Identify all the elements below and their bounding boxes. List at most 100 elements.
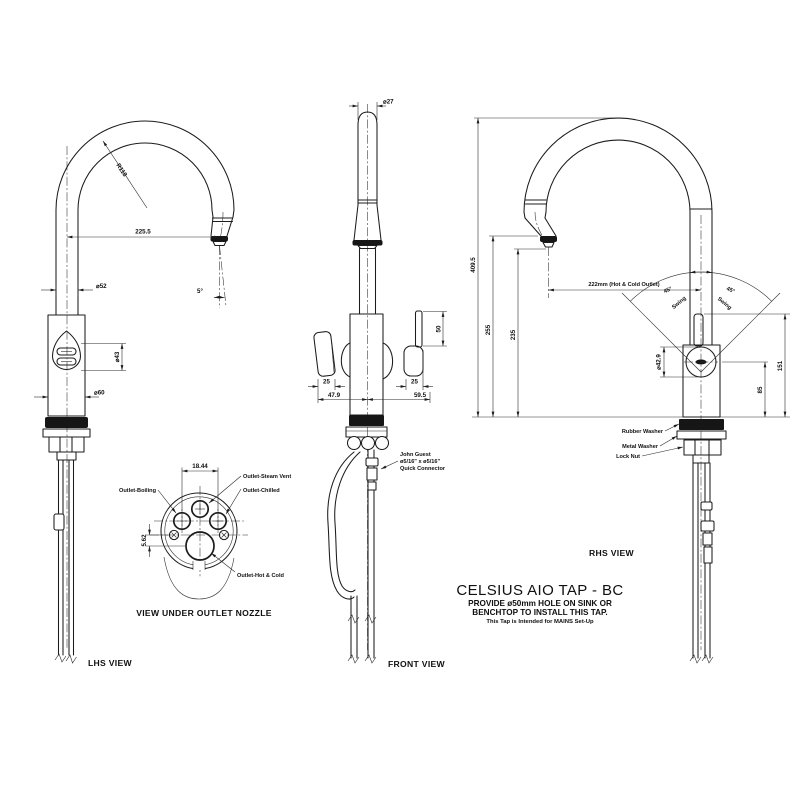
rhs-dim-dial-dia: ⌀42.9 (656, 354, 663, 370)
lhs-button-lower (56, 357, 77, 366)
rhs-spout-outline (523, 117, 713, 346)
front-left-union (340, 342, 351, 378)
lhs-break-symbol (54, 653, 67, 663)
outlet-steam-label: Outlet-Steam Vent (243, 474, 291, 480)
front-hose-loop-inner (334, 451, 361, 593)
rhs-view-label: RHS VIEW (589, 548, 634, 558)
front-break-symbol (347, 614, 360, 624)
front-spout-outline (352, 111, 383, 315)
nozzle-callouts: Outlet-Boiling Outlet-Steam Vent Outlet-… (119, 474, 291, 579)
rhs-hose-fitting (700, 501, 713, 511)
rhs-handle-edge (693, 313, 704, 347)
front-rubber-washer (349, 415, 384, 426)
front-lock-nut-lobe (346, 435, 362, 451)
lhs-view: R118 225.5 ⌀52 5° ⌀43 ⌀60 LHS VIEW (34, 120, 235, 668)
front-metal-washer (345, 426, 388, 438)
front-body (313, 310, 424, 451)
chilled-outlet (208, 511, 228, 531)
front-dimensions: ⌀27 50 25 25 47.9 59.5 (308, 99, 447, 403)
front-hoses (327, 449, 379, 664)
rhs-gooseneck-outer-arc (523, 117, 713, 213)
front-quick-connector-top (365, 457, 379, 467)
rhs-nozzle-tip (540, 236, 557, 242)
nozzle-dimensions: 18.44 5.62 (141, 463, 219, 557)
boiling-outlet (172, 511, 192, 531)
steam-vent-outlet (190, 499, 210, 519)
front-lock-nut-lobe (374, 435, 390, 451)
front-view-label: FRONT VIEW (388, 659, 446, 669)
fixing-screw-left (168, 529, 180, 541)
connector-label-line3: Quick Connector (400, 466, 446, 472)
rhs-connector-top (700, 520, 715, 532)
lhs-control-pad (51, 330, 82, 370)
connector-label-line2: ø5/16" x ø5/16" (400, 459, 440, 465)
title-block: CELSIUS AIO TAP - BC PROVIDE ø50mm HOLE … (456, 582, 623, 625)
front-dim-handle-height: 50 (436, 325, 443, 332)
front-right-union (382, 342, 394, 380)
rhs-break-symbol (689, 654, 702, 664)
rhs-nozzle-taper (524, 217, 557, 237)
drawing-note-line3: This Tap is Intended for MAINS Set-Up (486, 619, 594, 625)
lhs-dim-reach: 225.5 (135, 229, 151, 236)
front-view: ⌀27 50 25 25 47.9 59.5 John Guest ø5/16"… (308, 99, 447, 669)
nozzle-skirt-curve (163, 556, 235, 600)
rhs-dim-dial-height: 85 (757, 386, 764, 393)
lhs-dim-body-dia: ⌀60 (94, 390, 105, 397)
lhs-dim-spout-angle: 5° (197, 288, 203, 295)
lhs-shank (56, 451, 77, 461)
drawing-note-line1: PROVIDE ø50mm HOLE ON SINK OR (468, 599, 612, 608)
rhs-swing-label-right: Swing (716, 296, 733, 312)
front-quick-connector-base (367, 481, 377, 491)
lhs-hose-fitting (53, 513, 65, 531)
lhs-dimensions: R118 225.5 ⌀52 5° ⌀43 ⌀60 (34, 140, 225, 399)
lhs-body (42, 314, 91, 461)
hot-cold-outlet (185, 531, 215, 561)
rhs-connector-base (703, 546, 713, 564)
lhs-dim-pad-dia: ⌀43 (114, 351, 121, 362)
lhs-nozzle-taper (210, 216, 234, 237)
rhs-view: 409.5 255 235 222mm (Hot & Cold Outlet) … (470, 117, 790, 664)
rhs-swing-angle-right: 45° (725, 286, 735, 295)
rubber-washer-label: Rubber Washer (622, 429, 664, 435)
rhs-swing-label-left: Swing (671, 295, 688, 311)
rhs-metal-washer (676, 430, 727, 440)
front-hose-loop-outer (327, 451, 355, 600)
rhs-lock-nut (683, 439, 722, 456)
front-nozzle-tip (352, 240, 383, 246)
lhs-dim-spout-dia: ⌀52 (96, 283, 107, 290)
lhs-hoses (53, 459, 77, 664)
nozzle-outlets (168, 499, 230, 561)
lock-nut-label: Lock Nut (616, 454, 640, 460)
lhs-lock-nut (48, 436, 85, 453)
front-handle-pivot (403, 345, 424, 377)
outlet-hot-cold-label: Outlet-Hot & Cold (237, 573, 284, 579)
lhs-gooseneck-inner-arc (77, 142, 213, 211)
front-quick-connector-body (366, 467, 378, 481)
rhs-dim-overall-height: 409.5 (470, 257, 477, 273)
drawing-title: CELSIUS AIO TAP - BC (456, 582, 623, 599)
nozzle-dim-pitch: 18.44 (192, 463, 208, 470)
connector-label-line1: John Guest (400, 452, 431, 458)
rhs-body-outline (682, 344, 721, 418)
rhs-part-callouts: Rubber Washer Metal Washer Lock Nut (616, 423, 684, 460)
metal-washer-label: Metal Washer (622, 444, 659, 450)
front-connector-callout: John Guest ø5/16" x ø5/16" Quick Connect… (380, 452, 446, 472)
rhs-rubber-washer (679, 419, 724, 430)
rhs-gooseneck-inner-arc (545, 139, 691, 213)
outlet-chilled-label: Outlet-Chilled (243, 488, 280, 494)
front-handle-lever (414, 310, 423, 348)
front-spout-cap (357, 111, 378, 126)
front-dim-left-offset: 25 (323, 379, 330, 386)
rhs-swing-angle-left: 45° (663, 286, 673, 295)
front-dim-top-dia: ⌀27 (383, 99, 394, 106)
rhs-dim-spout-clearance: 255 (485, 324, 492, 335)
front-body-outline (349, 313, 384, 416)
lhs-spout-outline (55, 120, 235, 316)
rhs-dim-handle-height: 151 (777, 360, 784, 371)
front-dim-right-width: 59.5 (414, 392, 427, 399)
rhs-hoses (689, 462, 715, 664)
front-left-pad (313, 331, 336, 377)
rhs-dimensions: 409.5 255 235 222mm (Hot & Cold Outlet) … (470, 117, 790, 418)
